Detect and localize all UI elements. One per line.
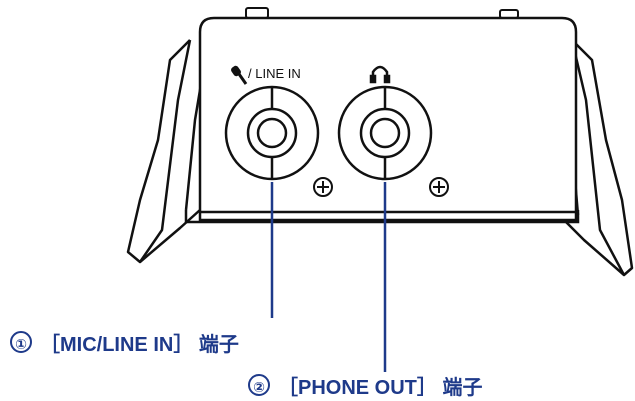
callout-mic-line-in: ① ［MIC/LINE IN］ 端子 bbox=[10, 328, 239, 357]
callout-leader-lines bbox=[270, 182, 387, 372]
callout-text: ［MIC/LINE IN］ 端子 bbox=[40, 334, 239, 356]
mic-line-in-panel-label: / LINE IN bbox=[248, 66, 301, 81]
phone-out-jack bbox=[337, 85, 433, 181]
callout-text: ［PHONE OUT］ 端子 bbox=[278, 377, 483, 399]
headphones-icon bbox=[369, 65, 391, 84]
callout-number: ② bbox=[248, 374, 270, 396]
top-knob-left bbox=[245, 7, 269, 19]
screw-icon bbox=[313, 177, 333, 197]
left-leg bbox=[126, 39, 207, 264]
mic-line-in-jack bbox=[224, 85, 320, 181]
screw-icon bbox=[429, 177, 449, 197]
microphone-icon bbox=[231, 65, 248, 85]
callout-number: ① bbox=[10, 331, 32, 353]
callout-phone-out: ② ［PHONE OUT］ 端子 bbox=[248, 371, 482, 400]
